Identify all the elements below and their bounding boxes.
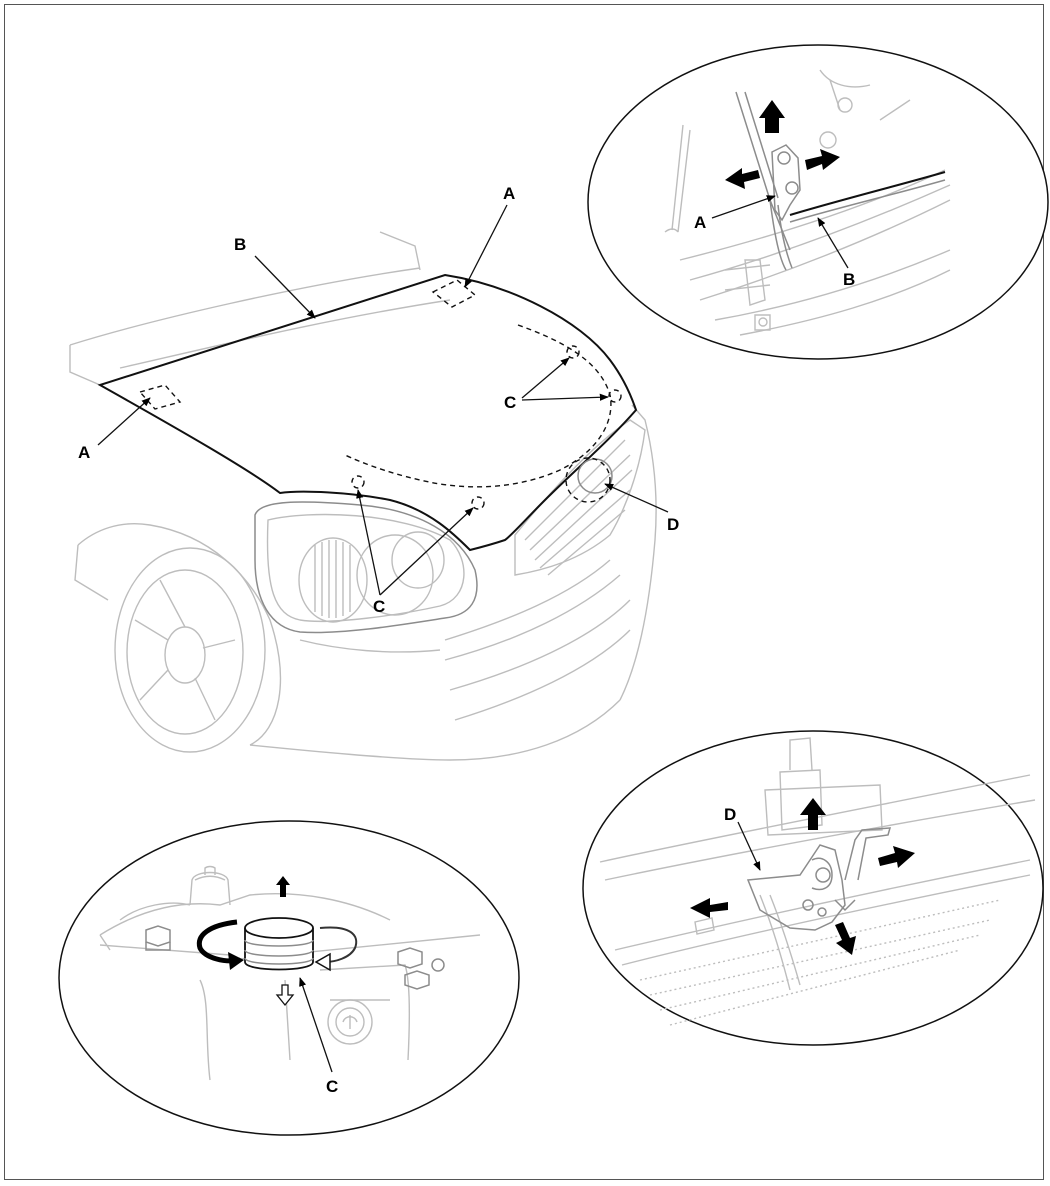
- main-leaders: [97, 204, 669, 596]
- label-latch: D: [667, 515, 679, 534]
- label-hood-seal: B: [234, 235, 246, 254]
- detail-latch: D: [582, 730, 1044, 1046]
- car-body: [69, 231, 657, 761]
- front-wheel: [114, 547, 266, 753]
- hood-bumper-stopper: [244, 917, 314, 971]
- label-latch-assembly: D: [724, 805, 736, 824]
- label-clip-right: C: [504, 393, 516, 412]
- label-hinge-seal: B: [843, 270, 855, 289]
- detail-bumper: C: [58, 820, 520, 1136]
- detail-hinge: A B: [587, 44, 1049, 360]
- label-bumper-stopper: C: [326, 1077, 338, 1096]
- headlamp: [254, 501, 478, 634]
- label-hinge-left: A: [78, 443, 90, 462]
- label-hinge-bolt: A: [694, 213, 706, 232]
- grille: [514, 419, 646, 576]
- figure-frame: [4, 4, 1044, 1180]
- hood-panel: [97, 273, 638, 552]
- hinge-adjust-arrows: [725, 100, 840, 189]
- label-clip-bottom: C: [373, 597, 385, 616]
- latch-adjust-arrows: [690, 798, 915, 955]
- label-hinge-top: A: [503, 184, 515, 203]
